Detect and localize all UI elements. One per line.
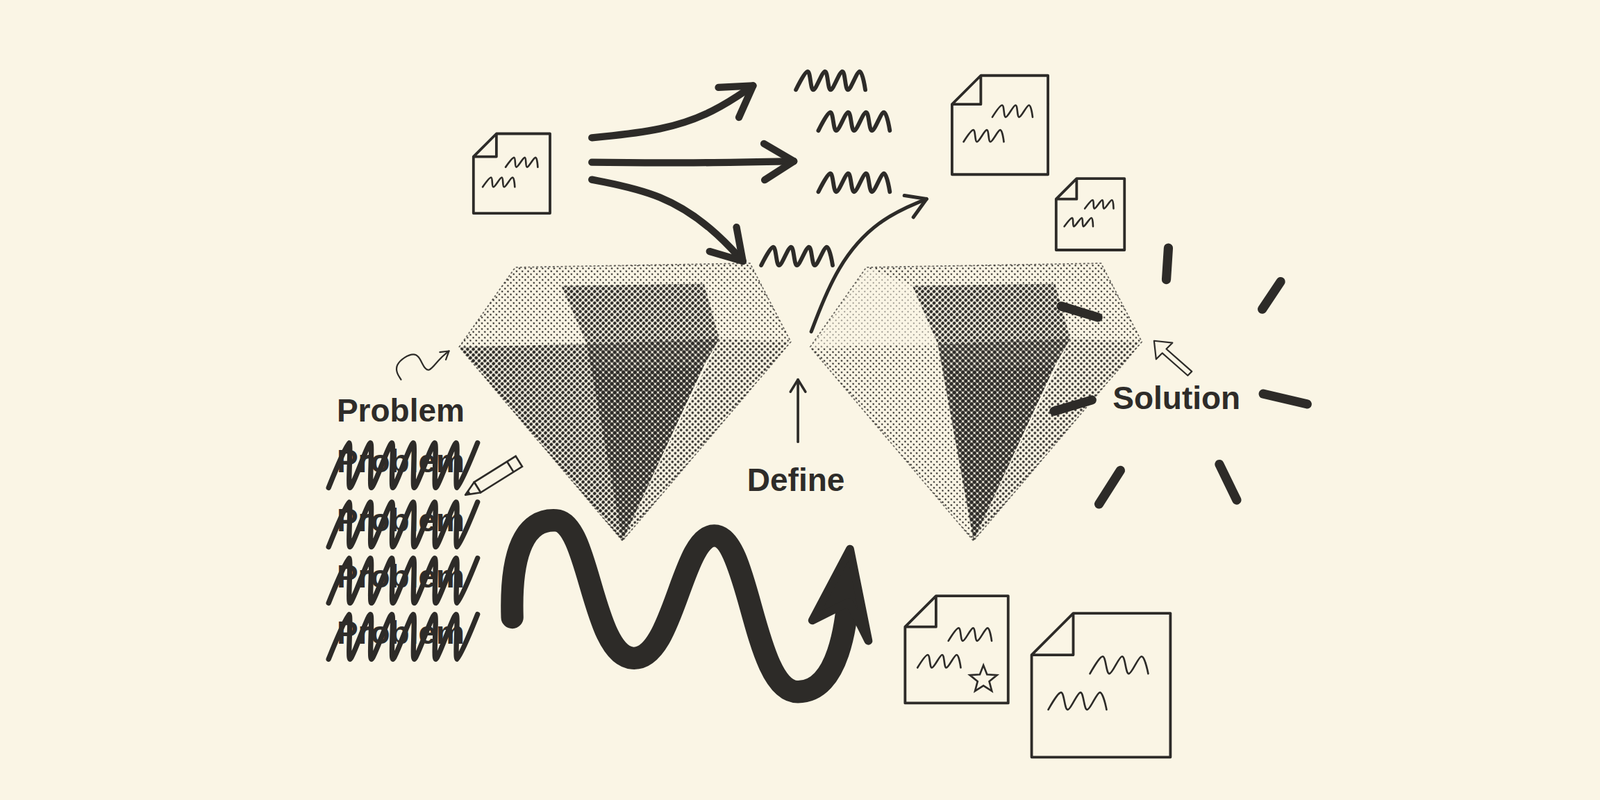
arrow-shaft (796, 379, 800, 443)
arrow-shaft (591, 85, 753, 138)
sparkle-dash (1263, 393, 1307, 405)
scribble-mark (1089, 656, 1148, 674)
pencil-lead (463, 490, 471, 497)
scribble-mark (948, 627, 992, 641)
diamond-facet (704, 263, 791, 342)
diamond-facet (1054, 263, 1142, 342)
pointer-arrow (1154, 340, 1192, 376)
arrow-head (709, 227, 744, 262)
problem-label: Problem (336, 560, 465, 593)
scribble-mark (1084, 200, 1114, 209)
scribble-mark (482, 177, 515, 188)
wavy-arrow-shaft (511, 520, 849, 692)
arrow-shaft (591, 161, 794, 163)
scribble-mark (992, 104, 1033, 117)
document-outline (473, 133, 550, 214)
sparkle-dash (1166, 247, 1169, 280)
scribble-mark (818, 173, 890, 192)
sparkle-dash (1219, 464, 1237, 500)
wavy-arrow-head (812, 549, 869, 641)
problem-label: Problem (336, 394, 465, 427)
arrow (790, 379, 806, 443)
sparkle-dash (1061, 306, 1098, 318)
wavy-arrow (511, 520, 869, 692)
arrow-head (763, 143, 794, 180)
document-outline (1031, 613, 1171, 757)
define-label: Define (747, 463, 846, 496)
diamond-facet (597, 365, 705, 541)
pencil-tip (461, 481, 481, 500)
scribble-mark (795, 71, 866, 90)
document-icon (952, 75, 1048, 175)
scribble-mark (1064, 218, 1094, 227)
sparkle-dash (1054, 400, 1092, 412)
pencil-body (474, 456, 523, 493)
arrow-head (718, 85, 754, 118)
document-icon (473, 133, 550, 214)
arrow (591, 179, 743, 262)
arrow-head (790, 379, 806, 393)
diamond-facet (947, 365, 1055, 541)
diamond-facet (561, 283, 720, 344)
document-outline (952, 75, 1048, 175)
arrow (396, 350, 450, 380)
diamond-edge (459, 263, 791, 541)
diamond-gem (810, 263, 1143, 541)
document-icon (904, 595, 1008, 703)
scribble-mark (1048, 692, 1107, 710)
sparkle-dash (1099, 470, 1121, 504)
star-mark (970, 665, 998, 691)
arrow (591, 143, 794, 180)
document-outline (904, 595, 1008, 703)
solution-label: Solution (1112, 381, 1241, 414)
diamond-edge (810, 263, 1143, 541)
document-icon (1056, 178, 1125, 250)
scribble-mark (505, 157, 538, 168)
cross-out-scribble (328, 443, 478, 489)
arrow-head (439, 350, 449, 360)
problem-label: Problem (336, 504, 465, 537)
arrow-shaft (396, 350, 450, 380)
cross-out-scribble (328, 502, 478, 548)
scribble-mark (963, 129, 1005, 142)
diamond-gem (459, 263, 791, 541)
document-outline (1056, 178, 1125, 250)
diamond-facet (912, 283, 1071, 344)
arrow (811, 195, 927, 332)
scribble-mark (818, 112, 890, 131)
arrow-shaft (811, 199, 927, 332)
document-icon (1031, 613, 1171, 757)
cross-out-scribble (328, 558, 478, 604)
problem-label: Problem (336, 445, 465, 478)
scribble-mark (917, 654, 961, 669)
sparkle-dash (1262, 281, 1281, 310)
arrow-head (904, 195, 927, 218)
arrow-shaft (591, 179, 743, 262)
pencil-icon (461, 456, 523, 500)
arrow (591, 85, 753, 138)
pencil-band (506, 461, 514, 473)
problem-label: Problem (336, 616, 465, 649)
cross-out-scribble (328, 614, 478, 660)
scribble-mark (761, 247, 833, 266)
